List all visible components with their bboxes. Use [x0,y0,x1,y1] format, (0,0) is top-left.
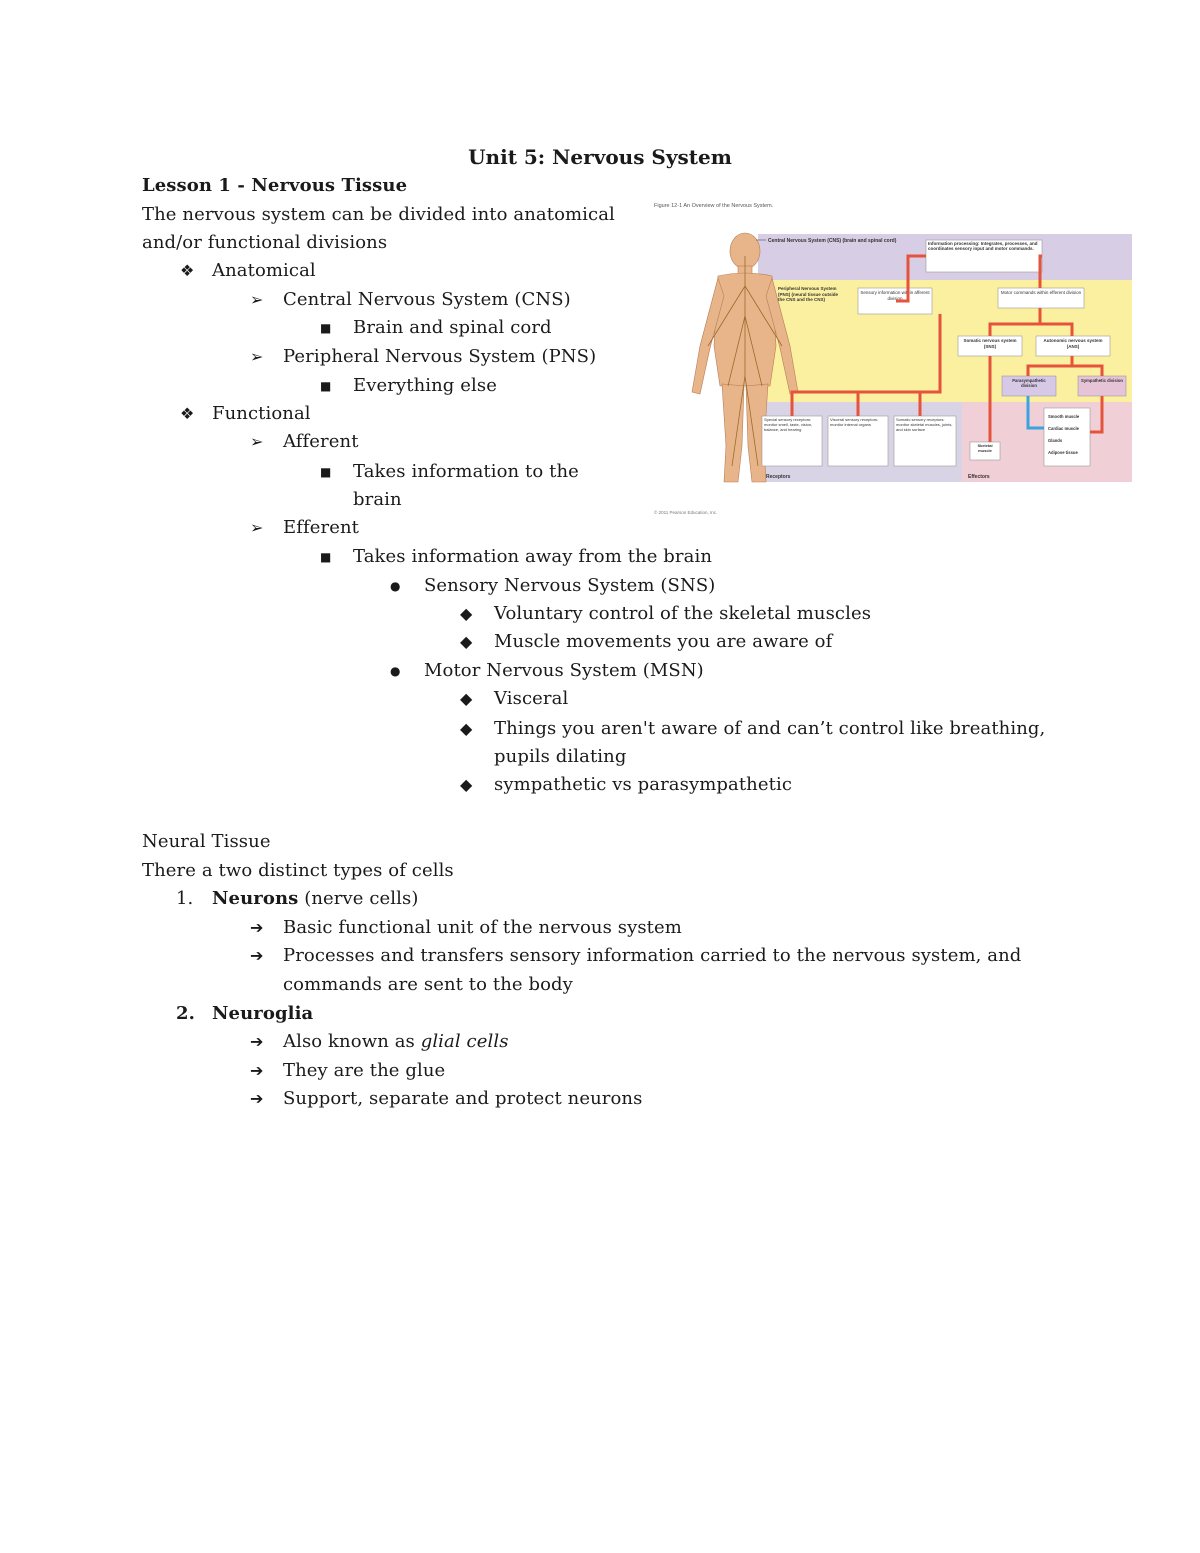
dot-bullet-icon: ● [390,579,401,593]
outline-functional: Functional [212,403,311,424]
outline-sns-item-1: Voluntary control of the skeletal muscle… [494,603,872,624]
nervous-system-overview-figure: Figure 12-1 An Overview of the Nervous S… [654,203,1132,515]
effectors-label: Effectors [968,474,990,480]
outline-msn-item-2: Things you aren't aware of and can’t con… [494,718,1046,739]
effector-list: Smooth muscle Cardiac muscle Glands Adip… [1048,414,1080,455]
motor-commands-text: Motor commands within efferent division [1000,290,1082,295]
effector-list-box [1043,407,1091,467]
diamond-bullet-icon: ◆ [460,604,473,623]
intro-line-1: The nervous system can be divided into a… [142,204,615,225]
outline-sns-item-2: Muscle movements you are aware of [494,631,833,652]
square-bullet-icon: ■ [320,379,332,393]
diamond-bullet-icon: ◆ [460,632,473,651]
outline-msn-item-1: Visceral [494,688,569,709]
outline-cns: Central Nervous System (CNS) [283,289,571,310]
neuroglia-term: Neuroglia [212,1003,314,1024]
sympathetic-text: Sympathetic division [1081,378,1123,383]
effector-item: Cardiac muscle [1048,426,1080,431]
list-number-1: 1. [176,888,194,909]
lesson-heading: Lesson 1 - Nervous Tissue [142,175,408,196]
effector-item: Adipose tissue [1048,450,1078,455]
diamond-bullet-icon: ❖ [180,404,195,423]
neurons-term: Neurons [212,888,299,909]
arrowhead-bullet-icon: ➢ [250,432,264,451]
diamond-bullet-icon: ❖ [180,261,195,280]
neural-heading: Neural Tissue [142,831,271,852]
arrow-bullet-icon: ➔ [250,1061,264,1080]
neurons-point-2-cont: commands are sent to the body [283,974,573,995]
arrow-bullet-icon: ➔ [250,918,264,937]
outline-sns: Sensory Nervous System (SNS) [424,575,716,596]
intro-line-2: and/or functional divisions [142,232,388,253]
outline-anatomical: Anatomical [212,260,316,281]
diamond-bullet-icon: ◆ [460,775,473,794]
arrow-bullet-icon: ➔ [250,1089,264,1108]
parasympathetic-arrow [1026,396,1044,430]
receptors-label: Receptors [766,474,791,480]
square-bullet-icon: ■ [320,321,332,335]
neurons-point-1: Basic functional unit of the nervous sys… [283,917,682,938]
neuroglia-point-2: They are the glue [283,1060,446,1081]
somatic-receptors-text: Somatic sensory receptors: monitor skele… [896,418,953,432]
sensory-info-box [857,287,933,315]
nerve-lines [707,256,783,467]
outline-efferent: Efferent [283,517,359,538]
figure-caption: Figure 12-1 An Overview of the Nervous S… [654,203,774,209]
arrowhead-bullet-icon: ➢ [250,347,264,366]
glial-cells-term: glial cells [420,1031,509,1052]
outline-afferent: Afferent [283,431,359,452]
integration-box [925,239,1043,273]
special-receptors-text: Special sensory receptors: monitor smell… [764,418,813,432]
neural-intro: There a two distinct types of cells [142,860,454,881]
square-bullet-icon: ■ [320,550,332,564]
arrow-bullet-icon: ➔ [250,1032,264,1051]
outline-pns-detail: Everything else [353,375,497,396]
somatic-receptors-box [893,415,957,467]
skeletal-muscle-text: Skeletal muscle [977,444,993,453]
flow-arrows [790,254,1104,442]
arrow-bullet-icon: ➔ [250,946,264,965]
list-number-2: 2. [176,1003,195,1024]
visceral-receptors-box [827,415,889,467]
pns-label: Peripheral Nervous System (PNS) (neural … [778,286,838,302]
arrowhead-bullet-icon: ➢ [250,290,264,309]
sensory-info-text: Sensory information within afferent divi… [860,290,930,301]
neurons-item: Neurons (nerve cells) [212,885,418,913]
human-body-illustration [691,232,799,483]
neurons-point-2: Processes and transfers sensory informat… [283,945,1022,966]
outline-pns: Peripheral Nervous System (PNS) [283,346,597,367]
neuroglia-point-3: Support, separate and protect neurons [283,1088,643,1109]
figure-credit: © 2011 Pearson Education, Inc. [654,509,717,515]
outline-afferent-detail-2: brain [353,489,402,510]
diamond-bullet-icon: ◆ [460,719,473,738]
somatic-text: Somatic nervous system (SNS) [963,338,1017,349]
outline-efferent-detail: Takes information away from the brain [353,546,713,567]
cns-label: Central Nervous System (CNS) (brain and … [768,238,897,244]
outline-msn: Motor Nervous System (MSN) [424,660,704,681]
effector-item: Glands [1048,438,1063,443]
arrowhead-bullet-icon: ➢ [250,518,264,537]
skeletal-muscle-box [969,441,1001,461]
neurons-gloss: (nerve cells) [298,888,419,909]
autonomic-text: Autonomic nervous system (ANS) [1043,338,1103,349]
integration-text: Information processing: Integrates, proc… [928,241,1038,251]
neuroglia-point-1: Also known as glial cells [283,1028,509,1056]
visceral-receptors-text: Visceral sensory receptors: monitor inte… [830,418,879,427]
outline-cns-detail: Brain and spinal cord [353,317,552,338]
outline-afferent-detail-1: Takes information to the [353,461,579,482]
neuroglia-point-1-text: Also known as [283,1031,421,1052]
outline-msn-item-2-cont: pupils dilating [494,746,627,767]
dot-bullet-icon: ● [390,664,401,678]
effector-item: Smooth muscle [1048,414,1080,419]
diamond-bullet-icon: ◆ [460,689,473,708]
square-bullet-icon: ■ [320,465,332,479]
page-title: Unit 5: Nervous System [468,145,732,169]
outline-msn-item-3: sympathetic vs parasympathetic [494,774,792,795]
parasympathetic-text: Parasympathetic division [1012,378,1046,388]
